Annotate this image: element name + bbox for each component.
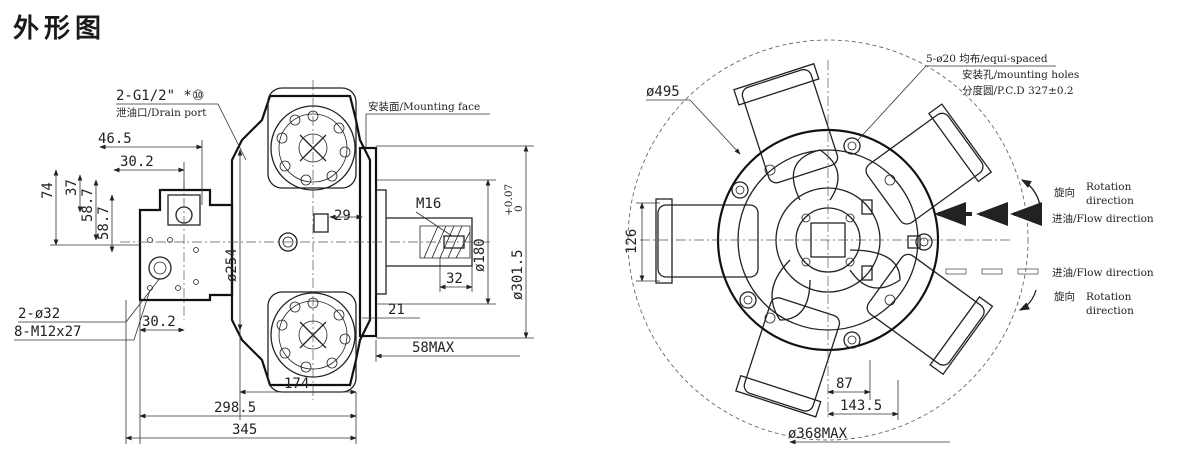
dim-21: 21: [388, 302, 405, 318]
title-accent: [0, 8, 5, 42]
dim-29: 29: [334, 208, 351, 224]
dim-301-5: ø301.5: [510, 249, 526, 300]
dim-87: 87: [836, 376, 853, 392]
holes-d32-label: 2-ø32: [18, 306, 60, 322]
dim-143-5: 143.5: [840, 398, 882, 414]
rotation-en-2a: Rotation: [1086, 291, 1132, 303]
dim-58-7a: 58.7: [80, 188, 96, 222]
flow-arrows-outline: [945, 268, 1039, 275]
bolts-m12-label: 8-M12x27: [14, 324, 81, 340]
port-callout: 2-G1/2" *⑩: [116, 88, 204, 104]
tolerance-upper: +0.07: [503, 184, 515, 216]
rotation-cn-2: 旋向: [1054, 290, 1075, 303]
dim-174: 174: [284, 376, 309, 392]
rotation-arrow-2: [1018, 289, 1037, 311]
upper-cylinder: [267, 87, 357, 189]
dim-126: 126: [624, 229, 640, 254]
cylinder-arms: [655, 62, 994, 418]
body-outline: [230, 94, 372, 387]
dim-32: 32: [446, 271, 463, 287]
front-view: 46.5 30.2 74 37 58.7 58.7 ø254 29 M16: [14, 80, 534, 444]
holes-line-3: 分度圆/P.C.D 327±0.2: [962, 84, 1074, 97]
dim-254: ø254: [224, 248, 240, 282]
dim-37: 37: [64, 179, 80, 196]
holes-line-1: 5-ø20 均布/equi-spaced: [926, 53, 1048, 65]
flow-label-2: 进油/Flow direction: [1052, 266, 1154, 279]
rotation-en-1b: direction: [1086, 195, 1134, 207]
thread-m16: M16: [416, 196, 441, 212]
rotation-cn-1: 旋向: [1054, 186, 1075, 199]
valve-housing: [138, 188, 234, 302]
dim-30-2-top: 30.2: [120, 154, 154, 170]
dim-298-5: 298.5: [214, 400, 256, 416]
dim-58-7b: 58.7: [96, 206, 112, 240]
mounting-face-label: 安装面/Mounting face: [368, 100, 480, 113]
dim-180: ø180: [472, 238, 488, 272]
dim-74: 74: [40, 182, 56, 199]
tolerance-lower: 0: [513, 205, 525, 212]
rotation-arrow-1: [1020, 179, 1041, 206]
dim-368max: ø368MAX: [788, 426, 848, 442]
dim-495: ø495: [646, 84, 680, 100]
page-title: 外形图: [13, 14, 107, 44]
rotation-en-1a: Rotation: [1086, 181, 1132, 193]
dim-345: 345: [232, 422, 257, 438]
holes-line-2: 安装孔/mounting holes: [962, 68, 1079, 81]
rotation-en-2b: direction: [1086, 305, 1134, 317]
drain-port-label: 泄油口/Drain port: [116, 106, 207, 119]
dim-30-2-bottom: 30.2: [142, 314, 176, 330]
dim-46-5: 46.5: [98, 131, 132, 147]
dim-58max: 58MAX: [412, 340, 455, 356]
end-view: ø495 126 87 143.5 ø368MAX 5-ø20 均布/equi-…: [624, 39, 1154, 445]
flow-label-1: 进油/Flow direction: [1052, 212, 1154, 225]
